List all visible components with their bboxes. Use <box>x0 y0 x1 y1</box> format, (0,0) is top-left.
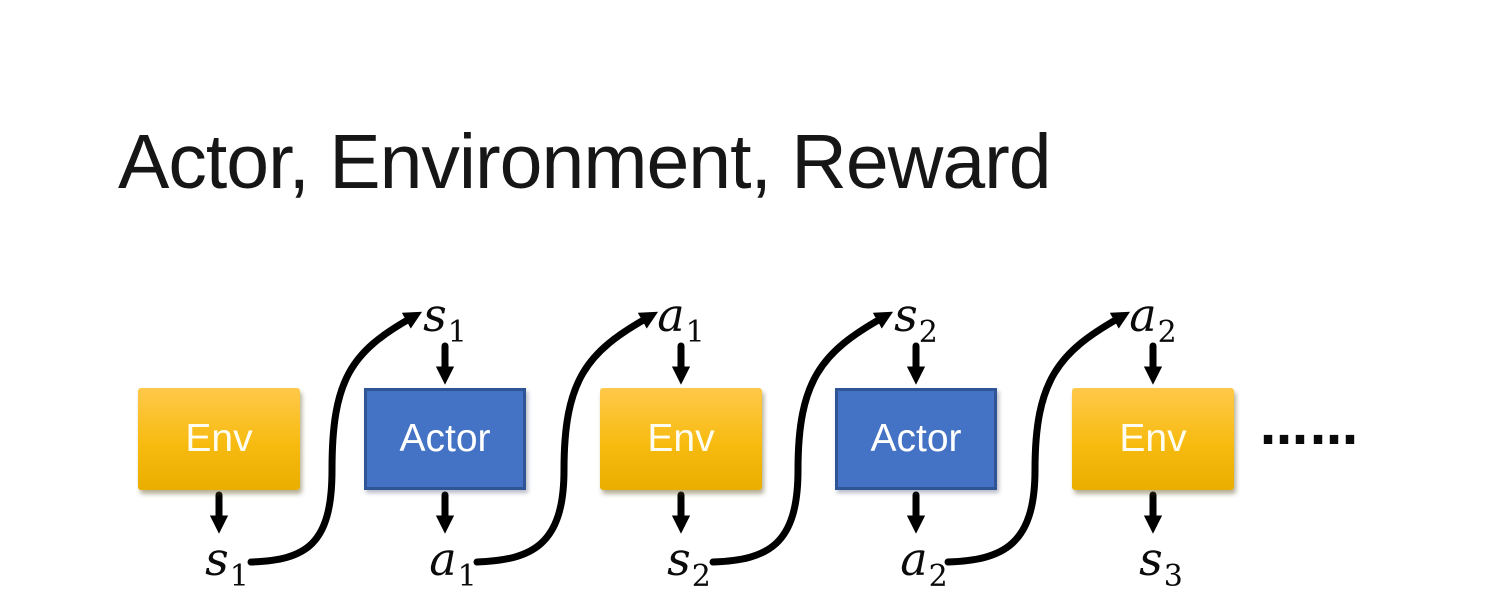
label-base: s <box>894 288 918 342</box>
label-subscript: 1 <box>229 559 249 594</box>
slide-title: Actor, Environment, Reward <box>118 119 1052 205</box>
curve-arrow-s1-to-actor1 <box>247 311 423 566</box>
bottom-label-a1: a1 <box>398 536 508 592</box>
label-base: a <box>429 532 457 586</box>
node-actor-2: Actor <box>835 388 997 490</box>
top-label-a2: a2 <box>1098 292 1208 348</box>
node-env-2: Env <box>600 388 762 490</box>
label-base: s <box>423 288 447 342</box>
label-subscript: 1 <box>457 559 477 594</box>
label-base: a <box>657 288 685 342</box>
node-env-3: Env <box>1072 388 1234 490</box>
label-subscript: 1 <box>447 315 467 350</box>
label-subscript: 2 <box>928 559 948 594</box>
label-base: s <box>667 532 691 586</box>
label-base: s <box>205 532 229 586</box>
label-subscript: 3 <box>1163 559 1183 594</box>
node-env-1: Env <box>138 388 300 490</box>
node-label: Env <box>647 417 715 460</box>
curve-arrow-s2-to-actor2 <box>709 311 894 566</box>
label-base: s <box>1139 532 1163 586</box>
bottom-label-s3: s3 <box>1106 536 1216 592</box>
label-base: a <box>900 532 928 586</box>
label-subscript: 2 <box>1157 315 1177 350</box>
bottom-label-s1: s1 <box>172 536 282 592</box>
bottom-label-a2: a2 <box>869 536 979 592</box>
node-label: Env <box>185 417 253 460</box>
node-label: Env <box>1119 417 1187 460</box>
curve-arrow-a1-to-env2 <box>473 311 659 566</box>
label-subscript: 2 <box>918 315 938 350</box>
node-label: Actor <box>870 417 962 460</box>
node-actor-1: Actor <box>364 388 526 490</box>
top-label-s2: s2 <box>861 292 971 348</box>
top-label-s1: s1 <box>390 292 500 348</box>
node-label: Actor <box>399 417 491 460</box>
label-base: a <box>1129 288 1157 342</box>
curve-arrow-a2-to-env3 <box>944 311 1131 566</box>
label-subscript: 1 <box>685 315 705 350</box>
continuation-ellipsis: …… <box>1260 400 1360 456</box>
bottom-label-s2: s2 <box>634 536 744 592</box>
top-label-a1: a1 <box>626 292 736 348</box>
label-subscript: 2 <box>691 559 711 594</box>
